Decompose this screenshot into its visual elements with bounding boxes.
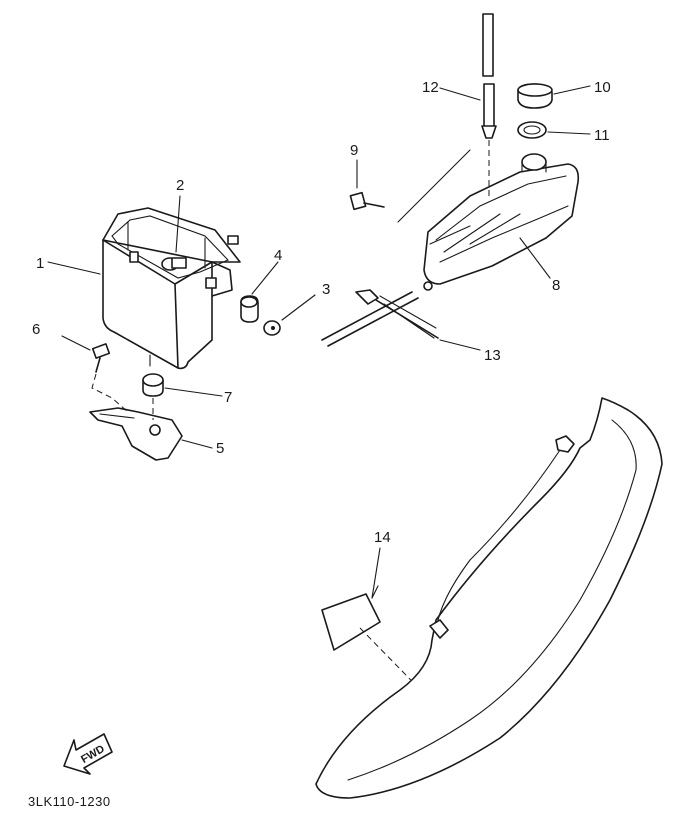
side-cover [315, 397, 663, 799]
callout-3: 3 [322, 281, 330, 298]
screw-6 [61, 335, 129, 413]
callout-12: 12 [422, 79, 439, 96]
fwd-arrow-icon: FWD [63, 733, 113, 775]
callout-2: 2 [176, 177, 184, 194]
callout-5: 5 [216, 440, 224, 457]
reservoir-tank-8 [423, 153, 580, 291]
callout-4: 4 [274, 247, 282, 264]
cap-10 [517, 83, 591, 109]
callout-1: 1 [36, 255, 44, 272]
nut-3 [263, 294, 316, 336]
bolt-9 [349, 159, 385, 211]
cable-tie-13 [321, 289, 481, 351]
callout-13: 13 [484, 347, 501, 364]
collar-7 [142, 373, 223, 420]
callout-10: 10 [594, 79, 611, 96]
battery-box [102, 207, 241, 370]
grommet-4 [240, 261, 279, 323]
callout-7: 7 [224, 389, 232, 406]
bolt-2 [161, 195, 187, 271]
callout-9: 9 [350, 142, 358, 159]
drawing-code: 3LK110-1230 [28, 794, 111, 809]
callout-11: 11 [594, 127, 610, 144]
callout-leaders [47, 261, 379, 599]
callout-6: 6 [32, 321, 40, 338]
bracket-5 [89, 407, 213, 461]
callout-14: 14 [374, 529, 391, 546]
hose-12 [397, 13, 497, 223]
seal-11 [517, 121, 591, 139]
part-number-callouts: 1 2 3 4 5 6 7 8 9 10 11 12 13 14 [32, 79, 611, 546]
callout-8: 8 [552, 277, 560, 294]
